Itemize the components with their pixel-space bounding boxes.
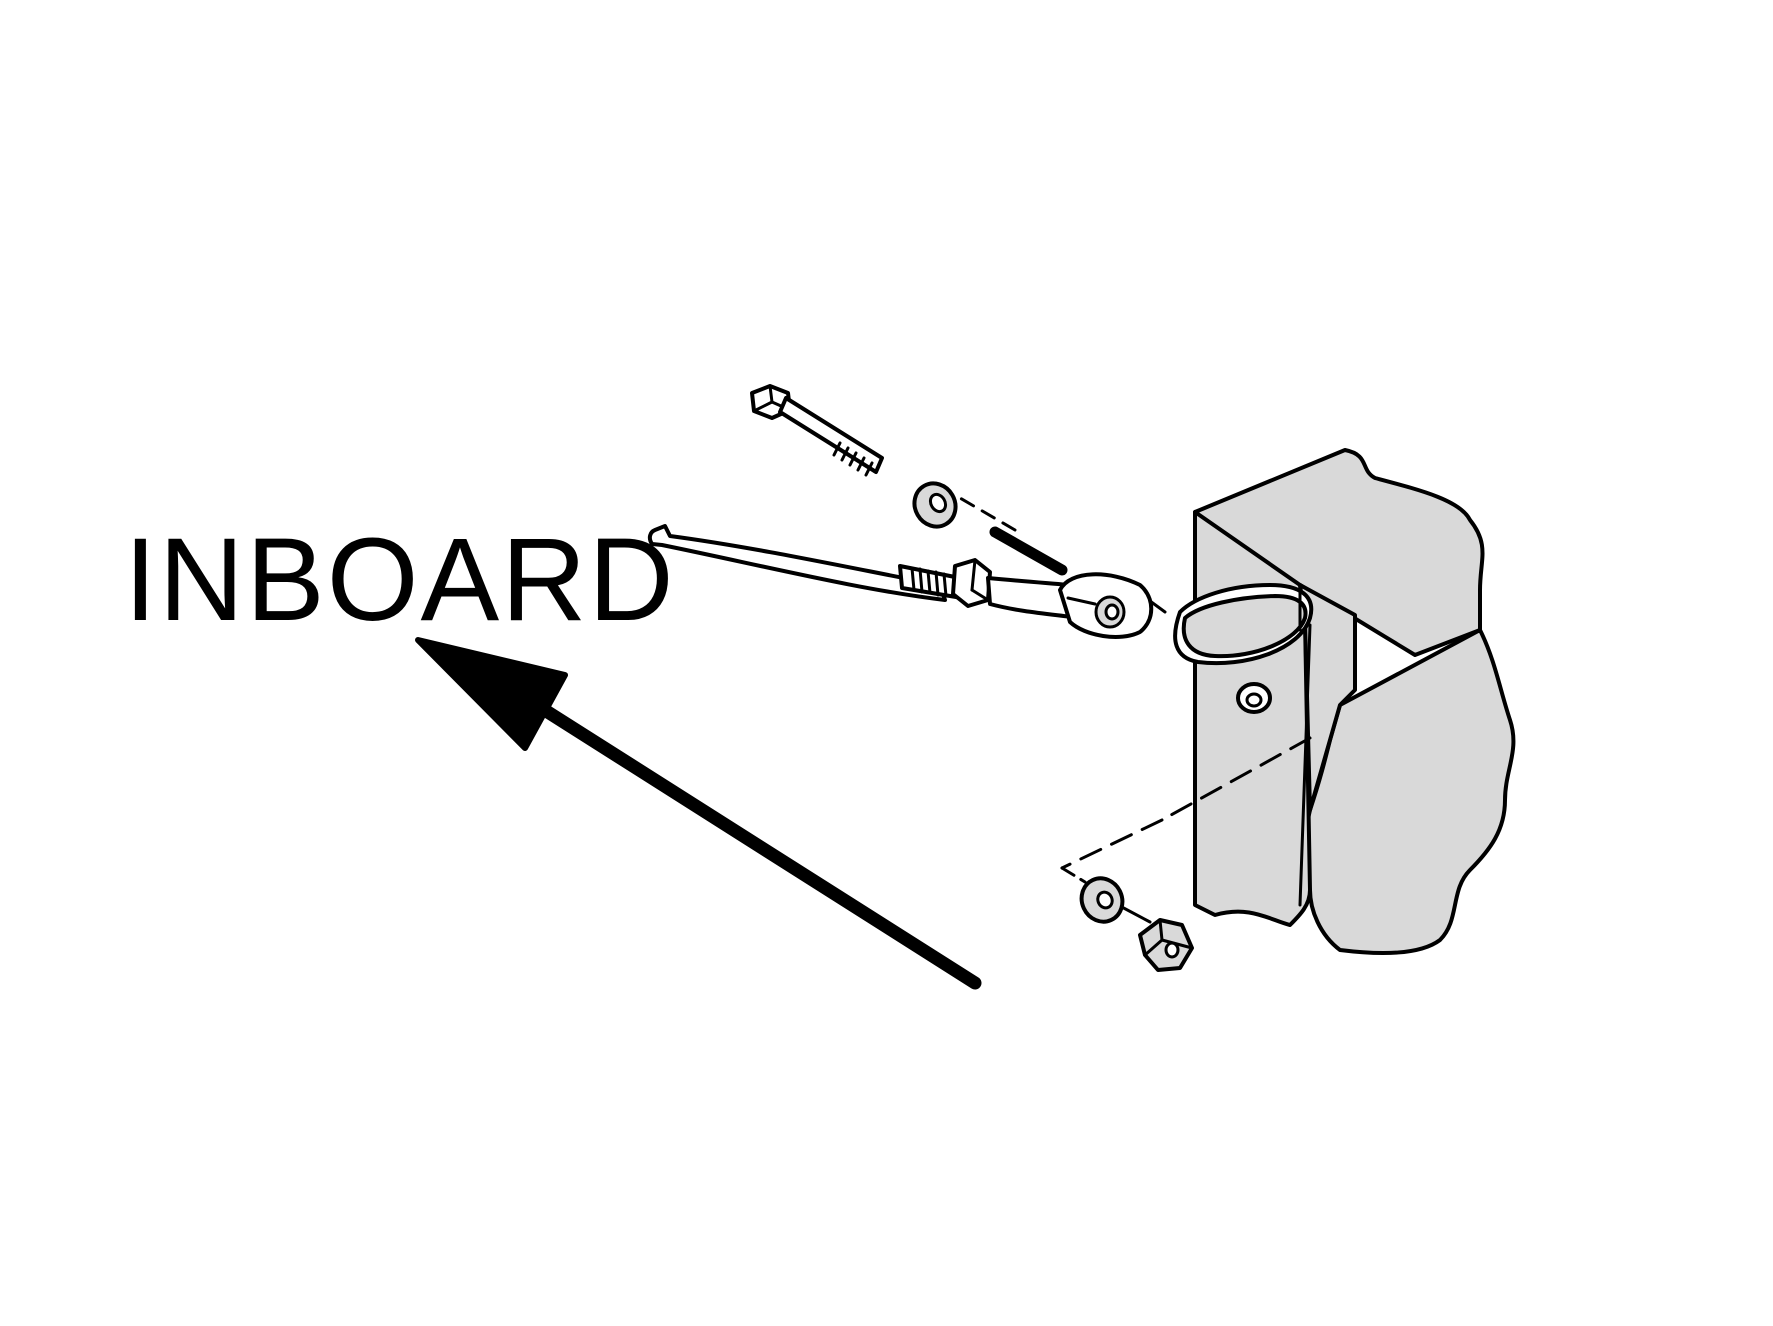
hex-nut-icon [1138, 918, 1194, 972]
tie-rod [647, 524, 1154, 639]
washer-icon [912, 481, 958, 529]
washer-icon [1079, 876, 1125, 924]
hex-bolt-icon [750, 384, 884, 477]
inboard-direction-arrow-icon [415, 637, 982, 990]
inboard-label: INBOARD [124, 514, 676, 646]
mounting-bracket [1173, 448, 1516, 955]
